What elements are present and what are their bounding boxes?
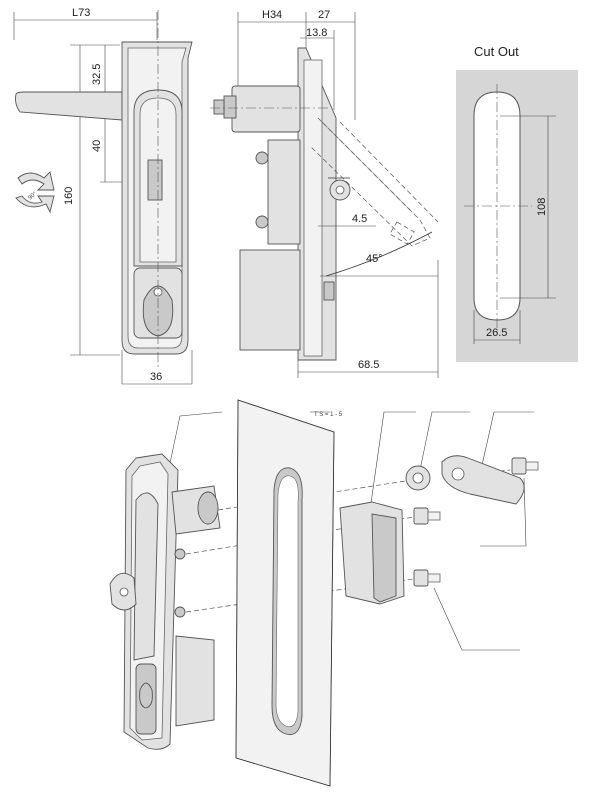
svg-text:90°: 90° <box>27 191 38 202</box>
cutout-title: Cut Out <box>474 44 519 59</box>
dim-middle: 40 <box>91 140 103 152</box>
dim-overall: 68.5 <box>358 359 379 371</box>
side-view: H34 27 13.8 45° 4.5 68.5 <box>210 9 439 378</box>
rotation-arrow-icon: 90° <box>15 171 55 214</box>
dim-cutout-length: 108 <box>536 198 548 216</box>
dim-height: 160 <box>63 187 75 205</box>
dim-upper: 32.5 <box>91 64 103 85</box>
dim-base-width: 36 <box>150 371 162 383</box>
dim-offset: 4.5 <box>352 213 367 225</box>
cutout-view: Cut Out 108 26.5 <box>456 44 578 362</box>
dim-angle: 45° <box>366 253 383 265</box>
exploded-view: T S = 1 - 5 <box>109 399 539 787</box>
front-view: L73 160 32.5 40 36 <box>13 7 193 385</box>
dim-overall-width: L73 <box>72 7 90 19</box>
dim-depth: H34 <box>262 9 282 21</box>
dim-cutout-width: 26.5 <box>486 327 507 339</box>
panel-thickness-label: T S = 1 - 5 <box>314 412 343 418</box>
dim-flange: 13.8 <box>306 27 327 39</box>
dim-projection: 27 <box>318 9 330 21</box>
